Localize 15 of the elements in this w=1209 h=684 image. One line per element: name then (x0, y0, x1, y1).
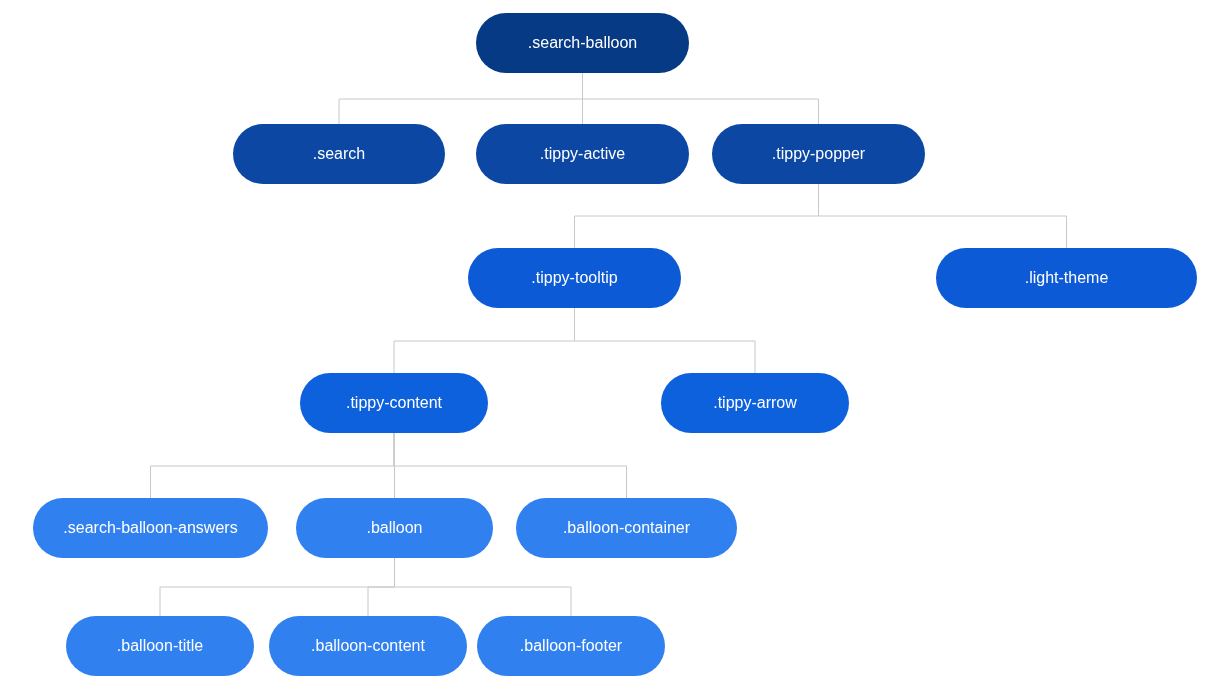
class-pill: .tippy-active (476, 124, 689, 184)
class-pill: .search (233, 124, 445, 184)
connector-line (393, 432, 627, 499)
class-pill: .balloon-content (269, 616, 467, 676)
class-pill: .tippy-arrow (661, 373, 849, 433)
class-pill: .search-balloon (476, 13, 689, 73)
class-pill: .search-balloon-answers (33, 498, 268, 558)
class-pill: .tippy-tooltip (468, 248, 681, 308)
class-pill: .light-theme (936, 248, 1197, 308)
class-pill: .balloon (296, 498, 493, 558)
class-pill: .tippy-popper (712, 124, 925, 184)
class-pill: .balloon-footer (477, 616, 665, 676)
class-pill: .balloon-container (516, 498, 737, 558)
class-pill: .tippy-content (300, 373, 488, 433)
class-pill: .balloon-title (66, 616, 254, 676)
